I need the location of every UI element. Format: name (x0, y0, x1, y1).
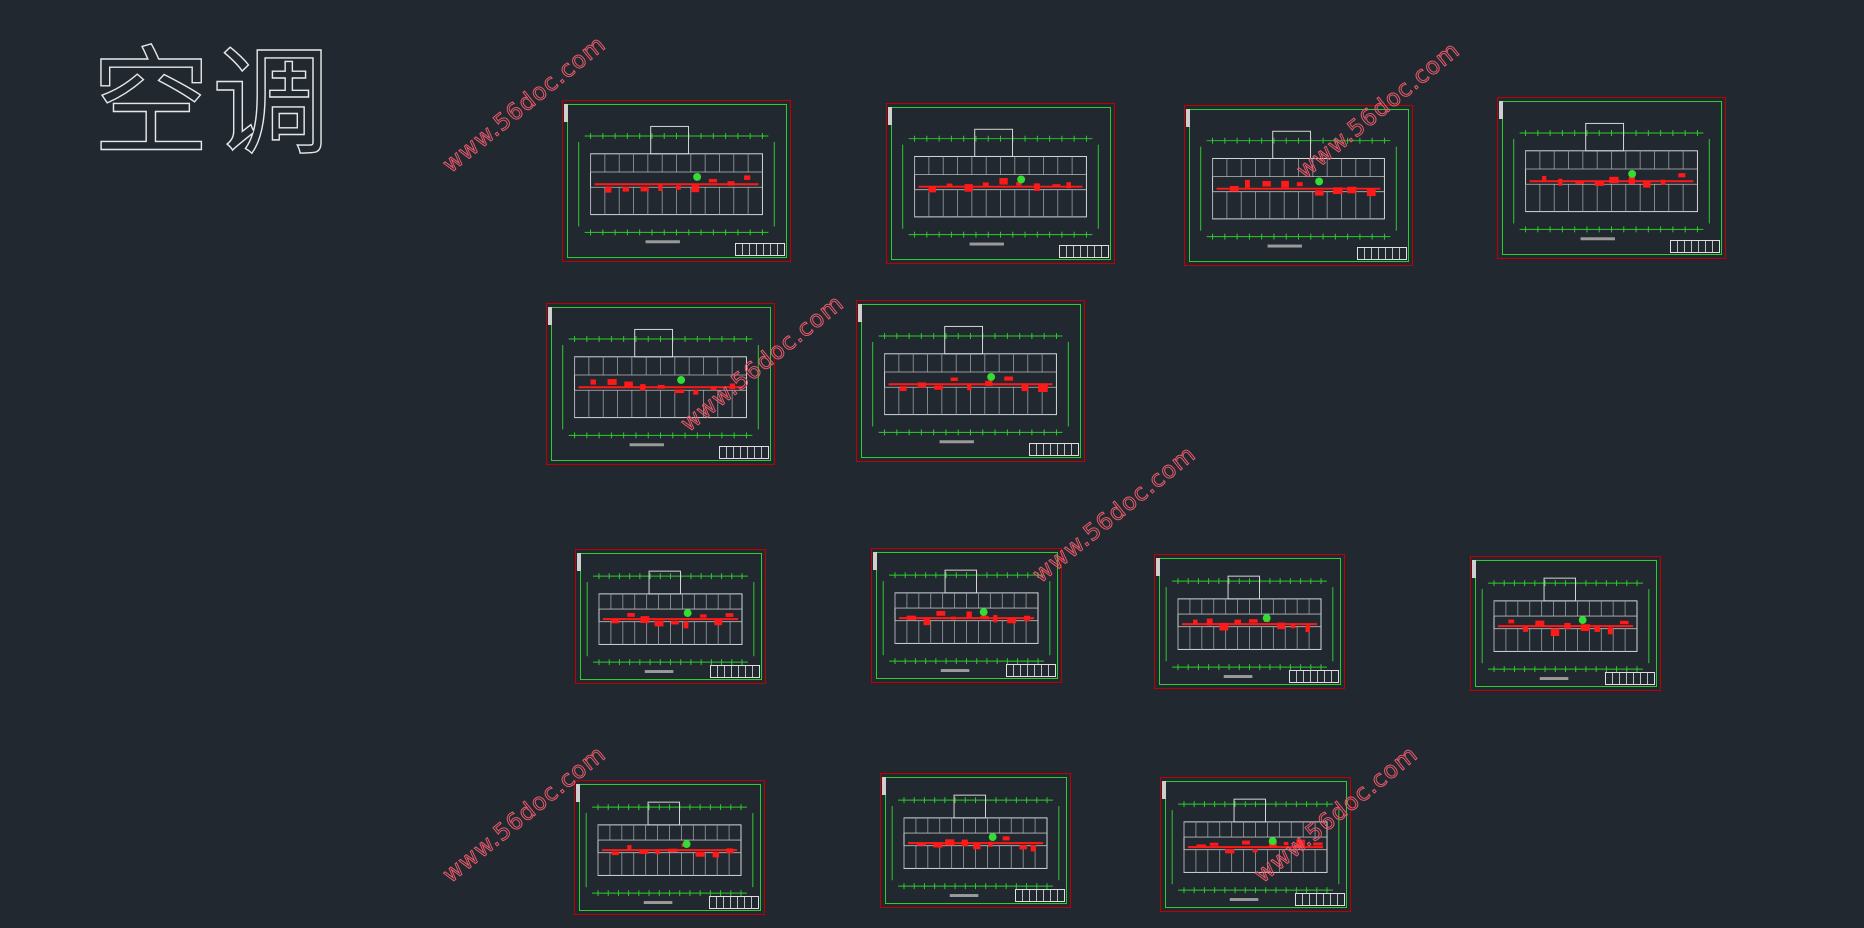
title-block (1605, 672, 1655, 685)
sheet-frame (861, 304, 1081, 458)
title-block (1670, 240, 1720, 253)
plan-sheet-9[interactable] (1154, 554, 1345, 689)
sheet-side-label (858, 304, 862, 322)
floor-plan-drawing (1165, 575, 1334, 679)
plan-sheet-3[interactable] (1184, 105, 1413, 266)
title-block (1015, 889, 1065, 902)
plan-sheet-7[interactable] (575, 549, 766, 684)
floor-plan-drawing (1481, 577, 1650, 681)
floor-plan-drawing (882, 569, 1051, 673)
plan-sheet-1[interactable] (562, 100, 791, 262)
plan-sheet-10[interactable] (1470, 556, 1661, 691)
sheet-side-label (1472, 560, 1476, 578)
sheet-frame (1159, 558, 1341, 685)
title-block (1289, 670, 1339, 683)
sheet-side-label (577, 553, 581, 571)
plan-sheet-8[interactable] (871, 548, 1062, 683)
floor-plan-drawing (891, 794, 1060, 898)
title-block (709, 896, 759, 909)
plan-sheet-5[interactable] (546, 303, 775, 465)
plan-sheet-4[interactable] (1497, 97, 1726, 259)
sheet-side-label (576, 784, 580, 802)
drawing-title: 空调 (91, 34, 333, 172)
sheet-frame (551, 307, 771, 461)
title-block (1059, 245, 1109, 258)
plan-sheet-6[interactable] (856, 300, 1085, 462)
sheet-frame (891, 107, 1111, 260)
floor-plan-drawing (902, 128, 1099, 246)
sheet-side-label (548, 307, 552, 325)
sheet-side-label (1499, 101, 1503, 119)
title-block (719, 446, 769, 459)
sheet-frame (567, 104, 787, 258)
floor-plan-drawing (1171, 798, 1340, 902)
title-block (1295, 893, 1345, 906)
plan-sheet-2[interactable] (886, 103, 1115, 264)
title-block (710, 665, 760, 678)
sheet-frame (1165, 781, 1347, 908)
sheet-frame (1475, 560, 1657, 687)
sheet-frame (1502, 101, 1722, 255)
sheet-side-label (873, 552, 877, 570)
floor-plan-drawing (578, 125, 775, 244)
title-block (1357, 247, 1407, 260)
sheet-frame (1189, 109, 1409, 262)
sheet-frame (885, 777, 1067, 904)
floor-plan-drawing (562, 328, 759, 447)
floor-plan-drawing (1200, 130, 1397, 248)
sheet-side-label (1156, 558, 1160, 576)
sheet-side-label (1162, 781, 1166, 799)
title-block (735, 243, 785, 256)
plan-sheet-11[interactable] (574, 780, 765, 915)
plan-sheet-12[interactable] (880, 773, 1071, 908)
sheet-side-label (1186, 109, 1190, 127)
floor-plan-drawing (586, 570, 755, 674)
sheet-side-label (888, 107, 892, 125)
floor-plan-drawing (585, 801, 754, 905)
sheet-frame (876, 552, 1058, 679)
sheet-frame (580, 553, 762, 680)
title-block (1029, 443, 1079, 456)
sheet-side-label (564, 104, 568, 122)
sheet-side-label (882, 777, 886, 795)
sheet-frame (579, 784, 761, 911)
floor-plan-drawing (872, 325, 1069, 444)
floor-plan-drawing (1513, 122, 1710, 241)
plan-sheet-13[interactable] (1160, 777, 1351, 912)
title-block (1006, 664, 1056, 677)
